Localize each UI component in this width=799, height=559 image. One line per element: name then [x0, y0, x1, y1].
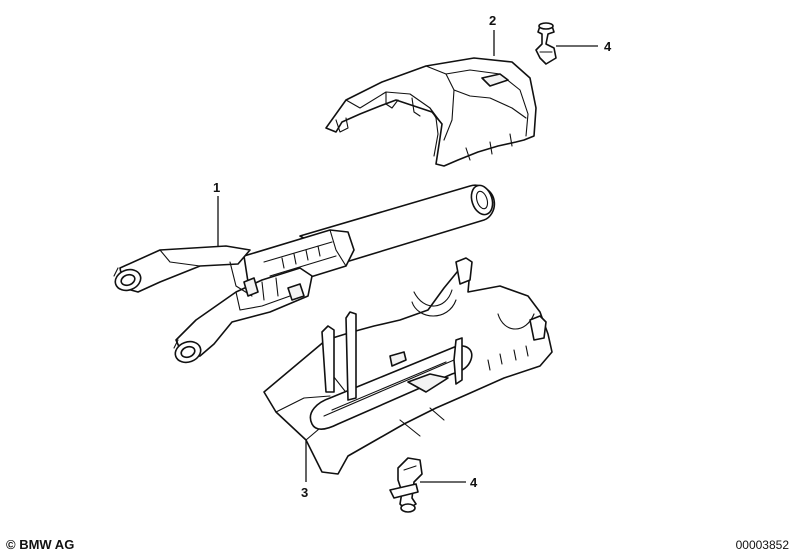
callout-3: 3	[301, 440, 308, 500]
callout-1: 1	[213, 180, 220, 246]
callout-label: 4	[470, 475, 478, 490]
upper-casing-part	[325, 57, 537, 167]
callout-label: 4	[604, 39, 612, 54]
clip-part-top	[535, 22, 557, 65]
steering-column-part	[113, 184, 496, 364]
clip-part-bottom	[389, 457, 423, 513]
callout-label: 2	[489, 13, 496, 28]
lower-casing-part	[263, 257, 553, 475]
copyright-text: © BMW AG	[6, 537, 75, 552]
callout-4-bottom: 4	[420, 475, 478, 490]
callout-label: 1	[213, 180, 220, 195]
callout-label: 3	[301, 485, 308, 500]
callout-2: 2	[489, 13, 496, 56]
callout-4-top: 4	[556, 39, 612, 54]
image-number: 00003852	[735, 538, 789, 552]
